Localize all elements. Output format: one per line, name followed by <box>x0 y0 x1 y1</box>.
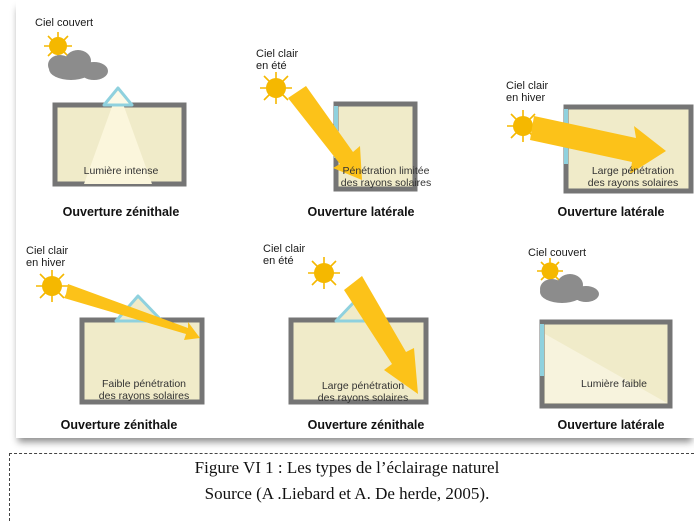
figure-illustration: Ciel couvert Lumière intense Ouverture z… <box>16 0 694 438</box>
sky-label-1: Ciel couvert <box>35 17 94 29</box>
caption-4: Ouverture zénithale <box>60 418 178 432</box>
sun-icon <box>308 257 340 289</box>
room-lateral-6 <box>536 316 681 411</box>
sun-icon <box>36 270 68 302</box>
sky-label-6: Ciel couvert <box>528 247 587 259</box>
room-zenithal-1 <box>52 82 187 187</box>
room-lateral-3 <box>526 104 694 199</box>
cloudy-sky-icon <box>36 30 116 85</box>
cloudy-sky-icon <box>526 258 606 308</box>
figure-title: Figure VI 1 : Les types de l’éclairage n… <box>194 458 500 477</box>
sun-icon <box>260 72 292 104</box>
room-lateral-2 <box>278 86 418 192</box>
caption-1: Ouverture zénithale <box>62 205 180 219</box>
room-label-1: Lumière intense <box>83 165 159 177</box>
figure-caption-frame <box>9 453 694 521</box>
room-label-6: Lumière faible <box>581 378 647 390</box>
caption-3: Ouverture latérale <box>557 205 665 219</box>
room-zenithal-5 <box>286 270 436 405</box>
caption-2: Ouverture latérale <box>307 205 415 219</box>
caption-5: Ouverture zénithale <box>307 418 425 432</box>
room-zenithal-4 <box>64 280 206 405</box>
figure-source: Source (A .Liebard et A. De herde, 2005)… <box>204 484 490 503</box>
caption-6: Ouverture latérale <box>557 418 665 432</box>
